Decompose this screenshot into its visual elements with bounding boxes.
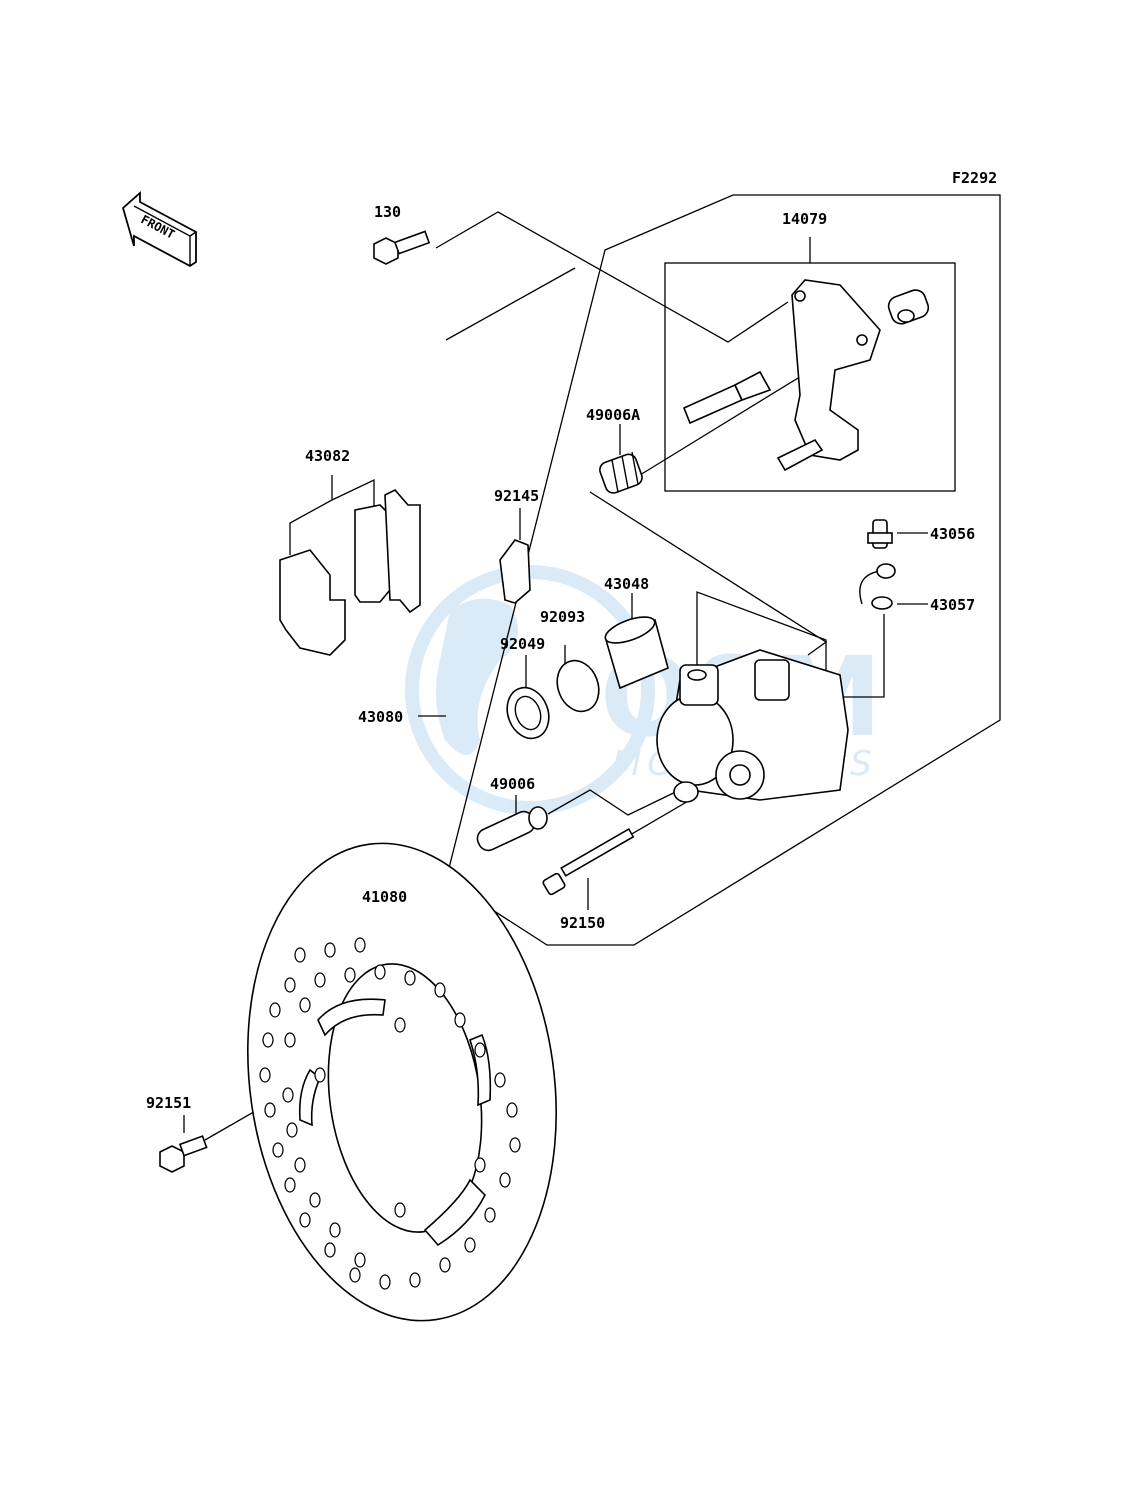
bolt-92151 — [159, 1135, 208, 1173]
caliper-body-43080 — [656, 649, 849, 803]
label-43057: 43057 — [930, 596, 975, 614]
brake-disc-41080 — [247, 842, 557, 1322]
part-labels: 130 14079 49006A 43082 92145 43056 43048… — [146, 203, 975, 1112]
spring-92145 — [499, 539, 531, 604]
label-92049: 92049 — [500, 635, 545, 653]
dust-seal-inner — [514, 695, 542, 731]
front-arrow-icon: FRONT — [121, 191, 197, 268]
brake-pads-43082 — [279, 489, 421, 656]
label-43048: 43048 — [604, 575, 649, 593]
label-92145: 92145 — [494, 487, 539, 505]
bolt-130 — [373, 230, 431, 265]
label-43082: 43082 — [305, 447, 350, 465]
bracket-14079 — [682, 279, 930, 472]
label-92151: 92151 — [146, 1094, 191, 1112]
label-130: 130 — [374, 203, 401, 221]
cap-43057 — [859, 563, 896, 610]
label-14079: 14079 — [782, 210, 827, 228]
figure-code: F2292 — [952, 169, 997, 187]
label-92093: 92093 — [540, 608, 585, 626]
bleeder-43056 — [867, 519, 893, 549]
watermark-continents — [436, 598, 518, 755]
label-92150: 92150 — [560, 914, 605, 932]
label-49006A: 49006A — [586, 406, 640, 424]
label-43056: 43056 — [930, 525, 975, 543]
bolt-92150 — [542, 827, 635, 896]
piston-43048 — [604, 616, 669, 690]
label-43080: 43080 — [358, 708, 403, 726]
seal-92093 — [556, 659, 600, 713]
label-49006: 49006 — [490, 775, 535, 793]
boot-49006A — [599, 451, 643, 494]
label-41080: 41080 — [362, 888, 407, 906]
disc-holes — [259, 937, 521, 1290]
pin-49006 — [476, 806, 548, 852]
dust-seal-92049 — [506, 686, 550, 740]
